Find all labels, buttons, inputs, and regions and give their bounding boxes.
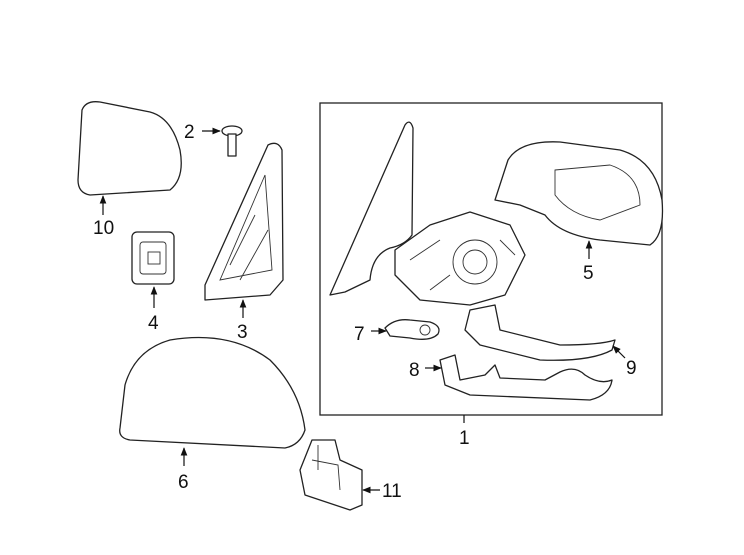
callout-7: 7 (354, 324, 365, 345)
part-8-lens (439, 354, 613, 401)
part-2-screw (221, 125, 243, 157)
callout-3: 3 (237, 322, 248, 343)
part-11-module (299, 439, 363, 511)
part-3-bracket (204, 142, 284, 301)
callout-11: 11 (382, 481, 402, 502)
callout-10: 10 (93, 218, 114, 239)
part-7-clip (384, 319, 440, 340)
callout-1: 1 (459, 428, 470, 449)
part-4-gasket (131, 231, 175, 285)
part-10-mirror-glass (77, 101, 182, 196)
part-6-cover (119, 336, 306, 449)
callout-6: 6 (178, 472, 189, 493)
callout-2: 2 (184, 122, 195, 143)
callout-4: 4 (148, 313, 159, 334)
mirror-assembly (329, 121, 526, 306)
part-5-housing (494, 141, 664, 246)
leader-9 (612, 345, 626, 359)
callout-8: 8 (409, 360, 420, 381)
callout-5: 5 (583, 263, 594, 284)
callout-9: 9 (626, 358, 637, 379)
assembly-box (319, 102, 663, 416)
part-9-turn-signal (464, 304, 616, 361)
